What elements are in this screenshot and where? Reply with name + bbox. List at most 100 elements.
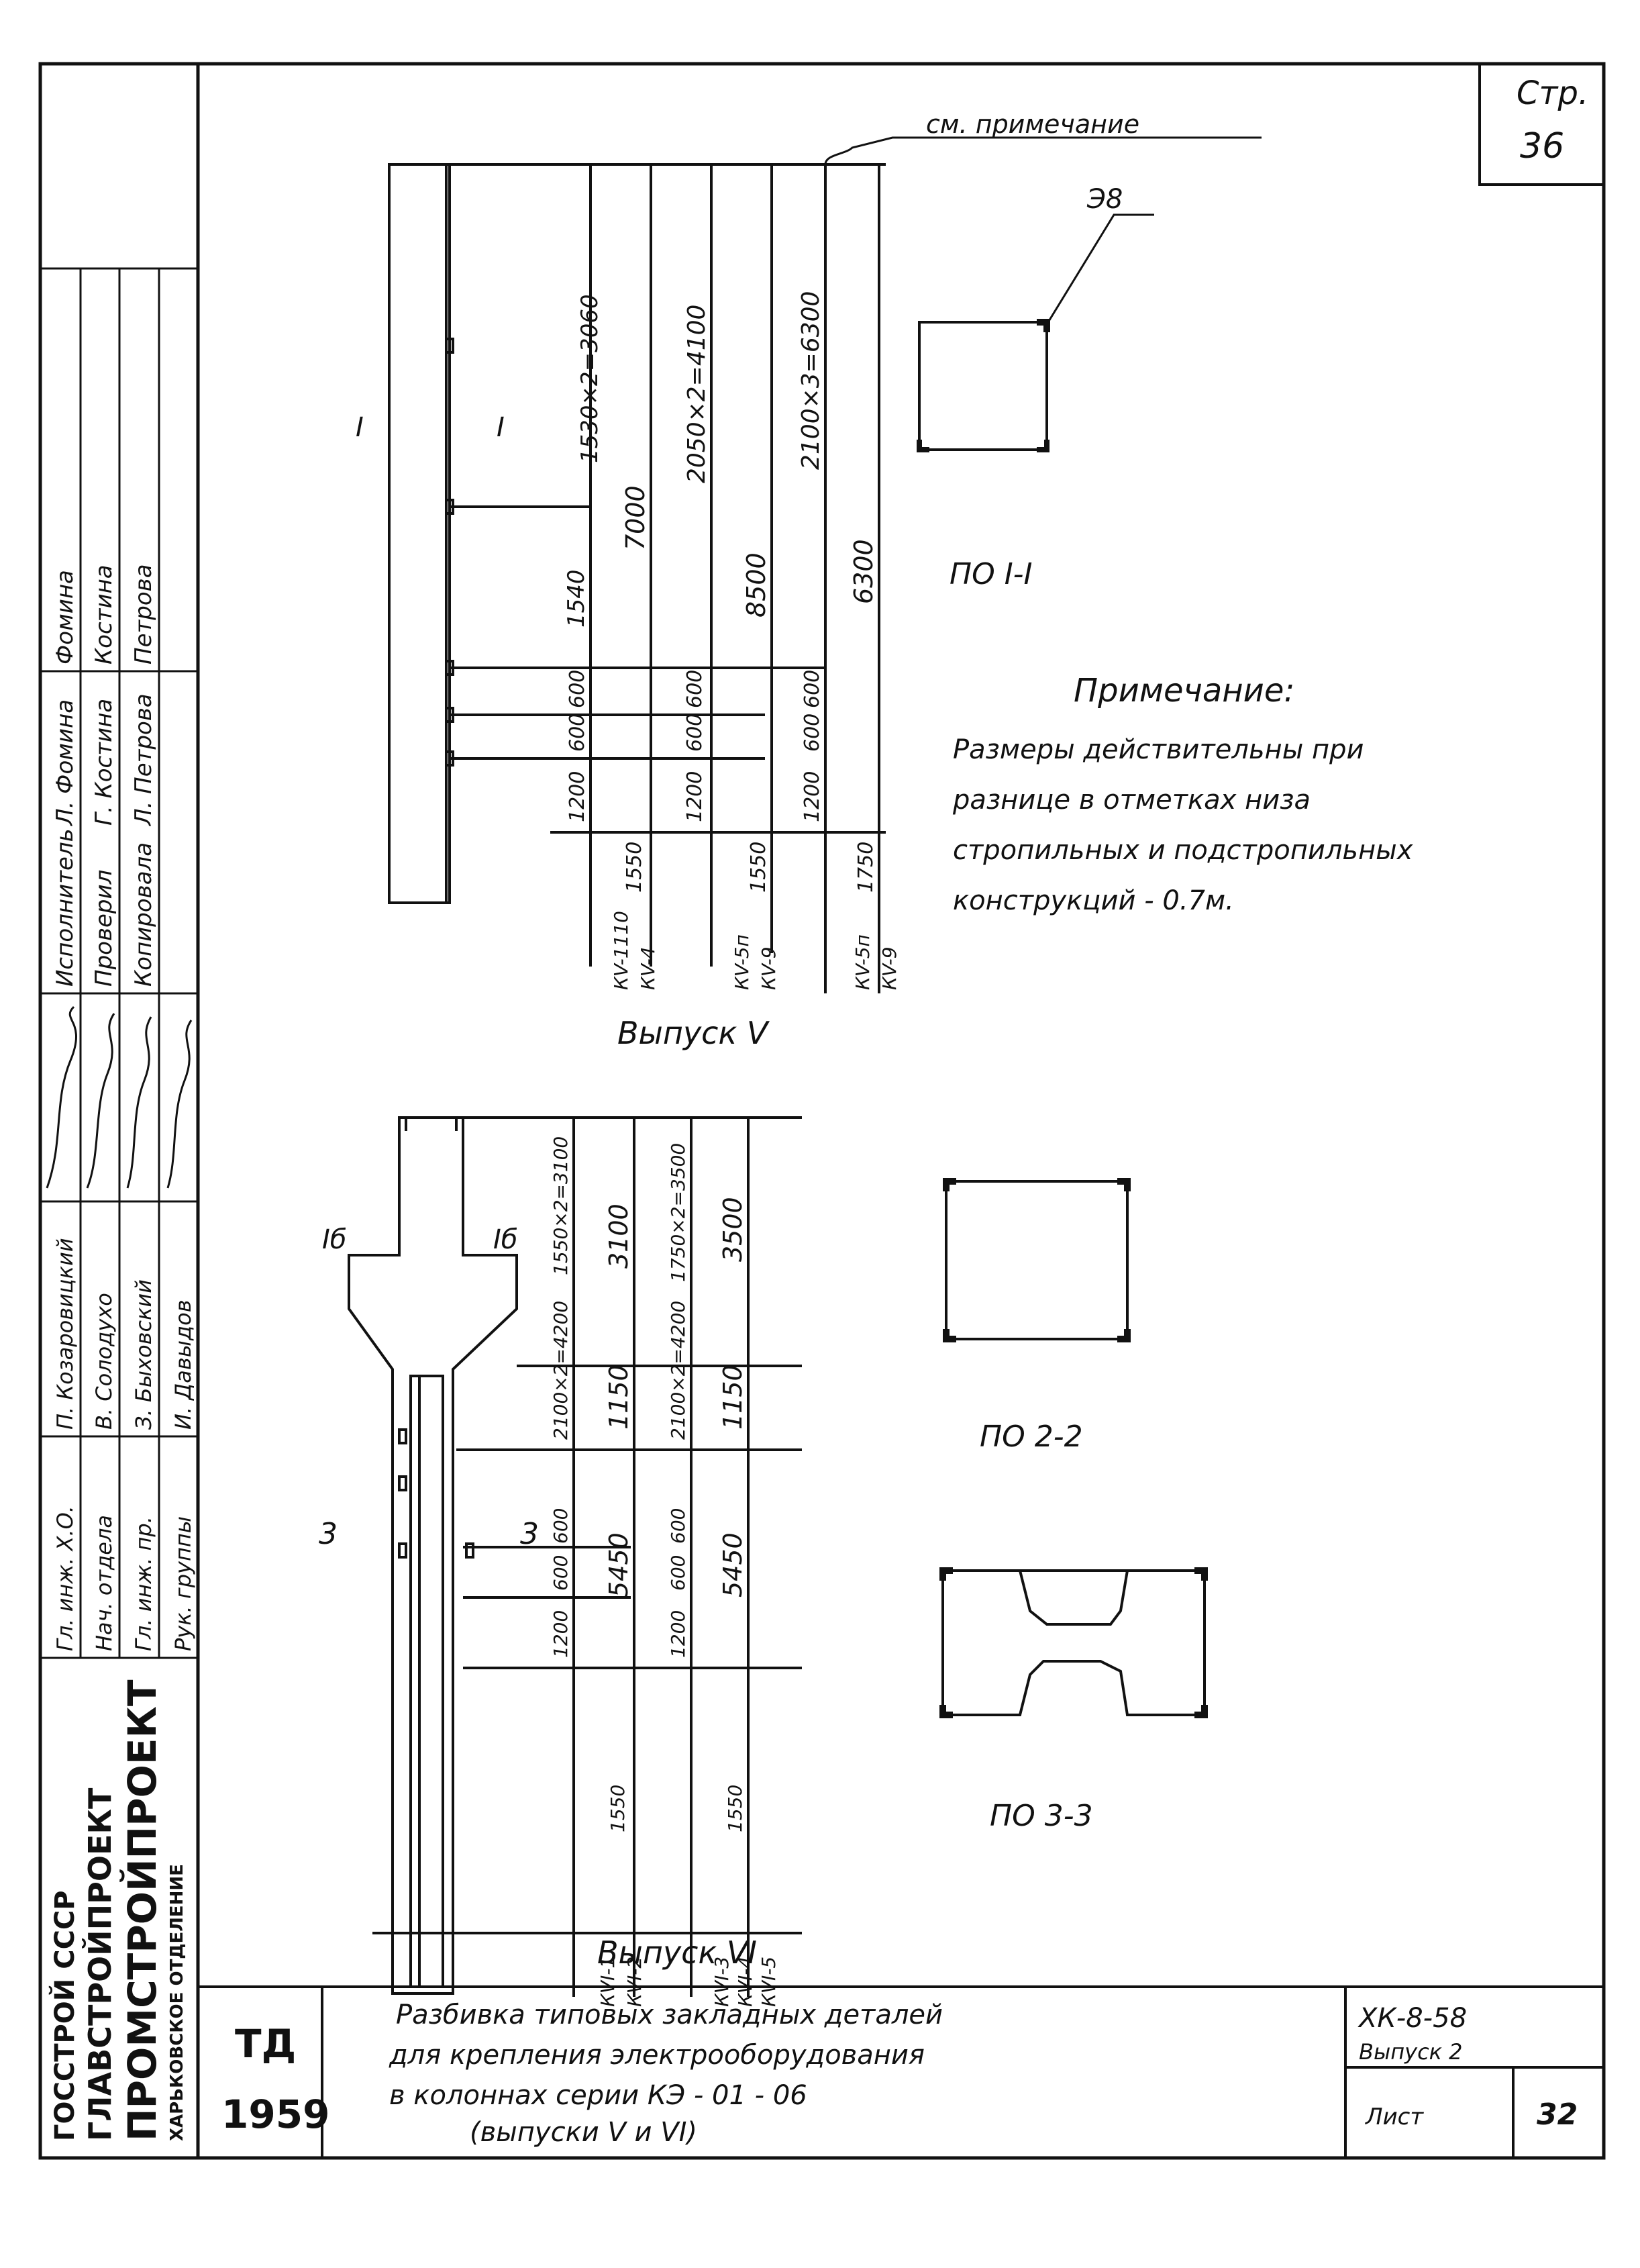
note-line-1: Размеры действительны при	[953, 734, 1364, 765]
stamp-signature-petrova: Петрова	[130, 564, 157, 664]
brand-v-c-bot: КV-9	[878, 946, 901, 990]
dim-v-1550b: 1550	[747, 842, 770, 893]
note-heading: Примечание:	[1074, 672, 1295, 709]
dim-vi-4200-calc: 2100×2=4200	[550, 1301, 572, 1440]
brand-vi-b-bot: КVI-5	[758, 1957, 780, 2007]
stamp-name-solodukho: В. Солодухо	[91, 1293, 117, 1430]
dim-v-1200c: 1200	[801, 771, 824, 822]
vi-section-mark-top-right: Iб	[493, 1224, 517, 1255]
stamp-role-department-head: Нач. отдела	[91, 1515, 117, 1651]
brand-v-a-bot: КV-4	[637, 946, 659, 990]
stamp-role-chief-engineer: Гл. инж. Х.О.	[52, 1506, 78, 1651]
dim-vi-600b: 600	[550, 1555, 572, 1591]
title-line-1: Разбивка типовых закладных деталей	[396, 2000, 943, 2030]
section-2-label: ПО 2-2	[980, 1420, 1083, 1454]
stamp-name-bykhovsky: З. Быховский	[131, 1279, 156, 1430]
series-code: ХК-8-58	[1357, 2003, 1467, 2034]
stamp-name-petrova: Л. Петрова	[130, 693, 157, 827]
dim-vi-600a: 600	[550, 1508, 572, 1544]
brand-vi-b-top: КVI-3	[711, 1957, 733, 2007]
dim-vi-1150b: 1150	[718, 1365, 748, 1430]
section-3-3	[939, 1567, 1208, 1718]
note-ref-leader	[824, 136, 1262, 165]
column-vi-elevation	[348, 1116, 802, 1997]
stamp-signature-kostina: Костина	[91, 564, 117, 664]
dim-vi-1550b: 1550	[724, 1785, 746, 1832]
brand-v-b-top: КV-5п	[731, 934, 753, 990]
stamp-name-fomina: Л. Фомина	[52, 699, 79, 827]
title-block-td: ТД	[235, 2021, 296, 2067]
title-line-3: в колоннах серии КЭ - 01 - 06	[389, 2080, 807, 2111]
stamp-signatures-scribbles	[46, 1005, 193, 1189]
sheet-label: Лист	[1364, 2104, 1424, 2130]
dim-vi-3100-calc: 1550×2=3100	[550, 1136, 572, 1275]
dim-v-7000: 7000	[621, 485, 650, 550]
org-line-promstroyproekt: ПРОМСТРОЙПРОЕКТ	[119, 1679, 165, 2141]
note-line-2: разнице в отметках низа	[952, 785, 1311, 816]
dim-vi-3100: 3100	[604, 1203, 633, 1269]
stamp-role-project-engineer: Гл. инж. пр.	[131, 1516, 156, 1651]
section-3-label: ПО 3-3	[990, 1799, 1093, 1833]
dim-v-6300b: 6300	[849, 539, 878, 604]
org-line-gosstroy: ГОССТРОЙ СССР	[48, 1890, 81, 2141]
brand-v-a-top: КV-1110	[610, 911, 632, 990]
org-line-glavstroyproekt: ГЛАВСТРОЙПРОЕКТ	[82, 1787, 118, 2141]
title-line-2: для крепления электрооборудования	[389, 2040, 925, 2071]
dim-v-1200b: 1200	[683, 771, 707, 822]
caption-release-vi: Выпуск VI	[597, 1934, 757, 1971]
dim-vi-1150: 1150	[604, 1365, 633, 1430]
stamp-name-davydov: И. Давыдов	[170, 1299, 196, 1430]
dim-vi-1550: 1550	[607, 1785, 629, 1832]
dim-v-1550: 1550	[623, 842, 646, 893]
dim-vi-5450: 5450	[604, 1532, 633, 1597]
section-1-1	[917, 213, 1154, 452]
sheet-frame	[38, 62, 1606, 2160]
caption-release-v: Выпуск V	[617, 1015, 770, 1051]
dim-v-1750: 1750	[854, 842, 878, 893]
column-v-elevation	[388, 163, 886, 993]
title-line-4: (выпуски V и VI)	[470, 2117, 697, 2148]
stamp-role-group-leader: Рук. группы	[170, 1516, 196, 1651]
stamp-name-kozarovitsky: П. Козаровицкий	[52, 1238, 78, 1430]
dim-v-600b: 600	[566, 713, 589, 752]
stamp-name-kostina: Г. Костина	[91, 699, 117, 826]
stamp-role-copied: Копировала	[130, 842, 157, 987]
section-1-callout: Э8	[1086, 184, 1123, 215]
dim-v-600c: 600	[683, 670, 707, 708]
page-number: 36	[1520, 126, 1564, 166]
series-issue: Выпуск 2	[1359, 2039, 1463, 2065]
stamp-role-checked: Проверил	[91, 870, 117, 987]
dim-v-8500: 8500	[741, 552, 771, 618]
sheet-number: 32	[1537, 2098, 1578, 2132]
dim-vi-5450b: 5450	[718, 1532, 748, 1597]
section-mark-left: I	[356, 412, 364, 443]
brand-vi-b-mid: КVI-4	[734, 1957, 756, 2007]
dim-v-600d: 600	[683, 713, 707, 752]
section-1-label: ПО I-I	[950, 557, 1033, 591]
dim-v-6300: 2100×3=6300	[797, 291, 825, 470]
section-mark-right: I	[497, 412, 505, 443]
dim-v-600e: 600	[801, 670, 824, 708]
note-line-3: стропильных и подстропильных	[953, 835, 1413, 866]
note-reference: см. примечание	[926, 109, 1139, 139]
dim-vi-3500: 3500	[718, 1197, 748, 1262]
vi-section-mark-top-left: Iб	[322, 1224, 346, 1255]
org-line-kharkov-branch: ХАРЬКОВСКОЕ ОТДЕЛЕНИЕ	[167, 1864, 187, 2141]
dim-v-4100: 2050×2=4100	[683, 305, 711, 483]
title-block-year: 1959	[221, 2091, 329, 2137]
dim-v-600a: 600	[566, 670, 589, 708]
section-2-2	[943, 1178, 1131, 1342]
dim-v-1540: 1540	[563, 569, 590, 628]
dim-vi-3500-calc: 1750×2=3500	[667, 1143, 689, 1282]
page-number-box: Стр. 36	[1478, 62, 1605, 186]
brand-v-c-top: КV-5п	[852, 934, 874, 990]
dim-vi-600d: 600	[667, 1555, 689, 1591]
dim-vi-4200-calc-b: 2100×2=4200	[667, 1301, 689, 1440]
vi-section-mark-bottom-right: 3	[520, 1517, 539, 1551]
dim-v-3060: 1530×2=3060	[576, 294, 603, 463]
vi-section-mark-bottom-left: 3	[319, 1517, 338, 1551]
note-line-4: конструкций - 0.7м.	[953, 885, 1234, 916]
dim-vi-1200b: 1200	[667, 1610, 689, 1658]
left-stamp-grid	[40, 267, 198, 1659]
